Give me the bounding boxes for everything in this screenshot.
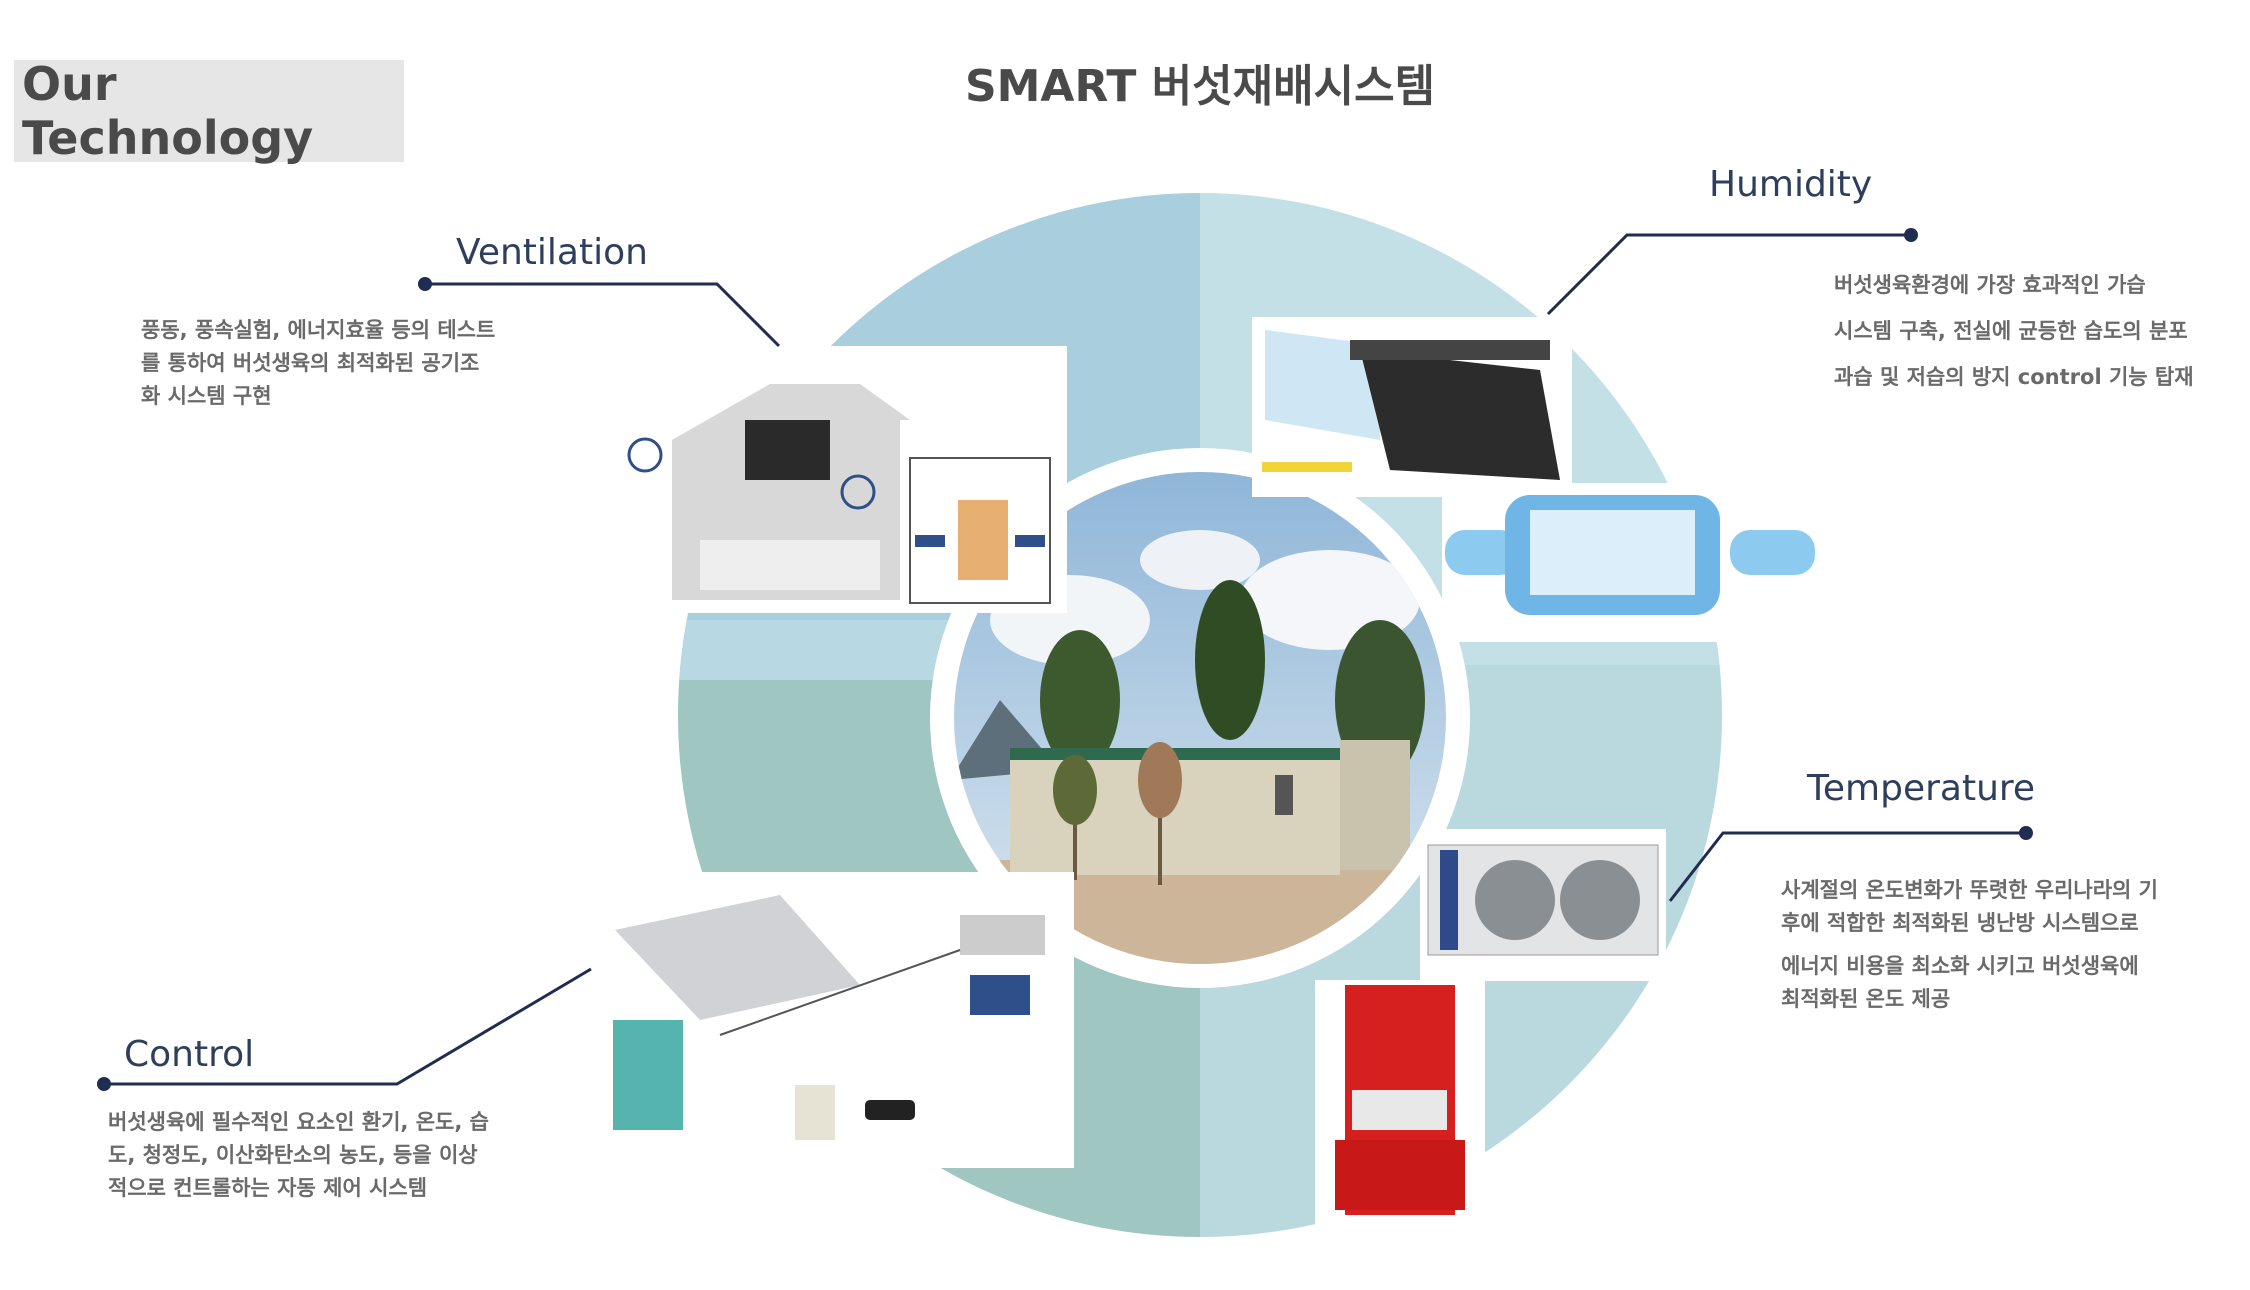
humidifier-image <box>1252 317 1572 497</box>
desc-line: 화 시스템 구현 <box>141 384 272 408</box>
ventilation-dot <box>418 277 432 291</box>
desc-line: 를 통하여 버섯생육의 최적화된 공기조 <box>141 351 480 375</box>
control-dot <box>97 1077 111 1091</box>
cooling-unit-image <box>1420 829 1666 981</box>
humidity-dot <box>1904 228 1918 242</box>
humidity-description: 버섯생육환경에 가장 효과적인 가습 시스템 구축, 전실에 균등한 습도의 분… <box>1834 262 2194 400</box>
desc-line: 에너지 비용을 최소화 시키고 버섯생육에 <box>1781 954 2139 978</box>
desc-line: 최적화된 온도 제공 <box>1781 987 1951 1011</box>
desc-line: 후에 적합한 최적화된 냉난방 시스템으로 <box>1781 911 2139 935</box>
desc-line: 과습 및 저습의 방지 control 기능 탑재 <box>1834 365 2194 389</box>
desc-line: 도, 청정도, 이산화탄소의 농도, 등을 이상 <box>108 1143 478 1167</box>
temperature-dot <box>2019 826 2033 840</box>
desc-line: 시스템 구축, 전실에 균등한 습도의 분포 <box>1834 319 2188 343</box>
desc-line: 사계절의 온도변화가 뚜렷한 우리나라의 기 <box>1781 878 2159 902</box>
heater-unit-image <box>1315 980 1485 1226</box>
desc-line: 적으로 컨트롤하는 자동 제어 시스템 <box>108 1176 428 1200</box>
page-title: SMART 버섯재배시스템 <box>964 61 1436 112</box>
ventilation-description: 풍동, 풍속실험, 에너지효율 등의 테스트 를 통하여 버섯생육의 최적화된 … <box>141 314 495 413</box>
control-description: 버섯생육에 필수적인 요소인 환기, 온도, 습 도, 청정도, 이산화탄소의 … <box>108 1106 489 1205</box>
desc-line: 버섯생육에 필수적인 요소인 환기, 온도, 습 <box>108 1110 489 1134</box>
ventilation-image <box>598 346 1067 613</box>
desc-line: 풍동, 풍속실험, 에너지효율 등의 테스트 <box>141 318 496 342</box>
our-technology-badge: Our Technology <box>14 57 404 165</box>
control-label: Control <box>124 1034 255 1075</box>
ventilation-label: Ventilation <box>456 232 648 273</box>
humidity-diagram-image <box>1442 483 1820 642</box>
leader-lines <box>104 233 2026 1086</box>
humidity-label: Humidity <box>1709 164 1873 205</box>
temperature-description: 사계절의 온도변화가 뚜렷한 우리나라의 기 후에 적합한 최적화된 냉난방 시… <box>1781 874 2158 1016</box>
control-system-image <box>598 872 1074 1168</box>
desc-line: 버섯생육환경에 가장 효과적인 가습 <box>1834 273 2146 297</box>
temperature-label: Temperature <box>1807 768 2036 809</box>
